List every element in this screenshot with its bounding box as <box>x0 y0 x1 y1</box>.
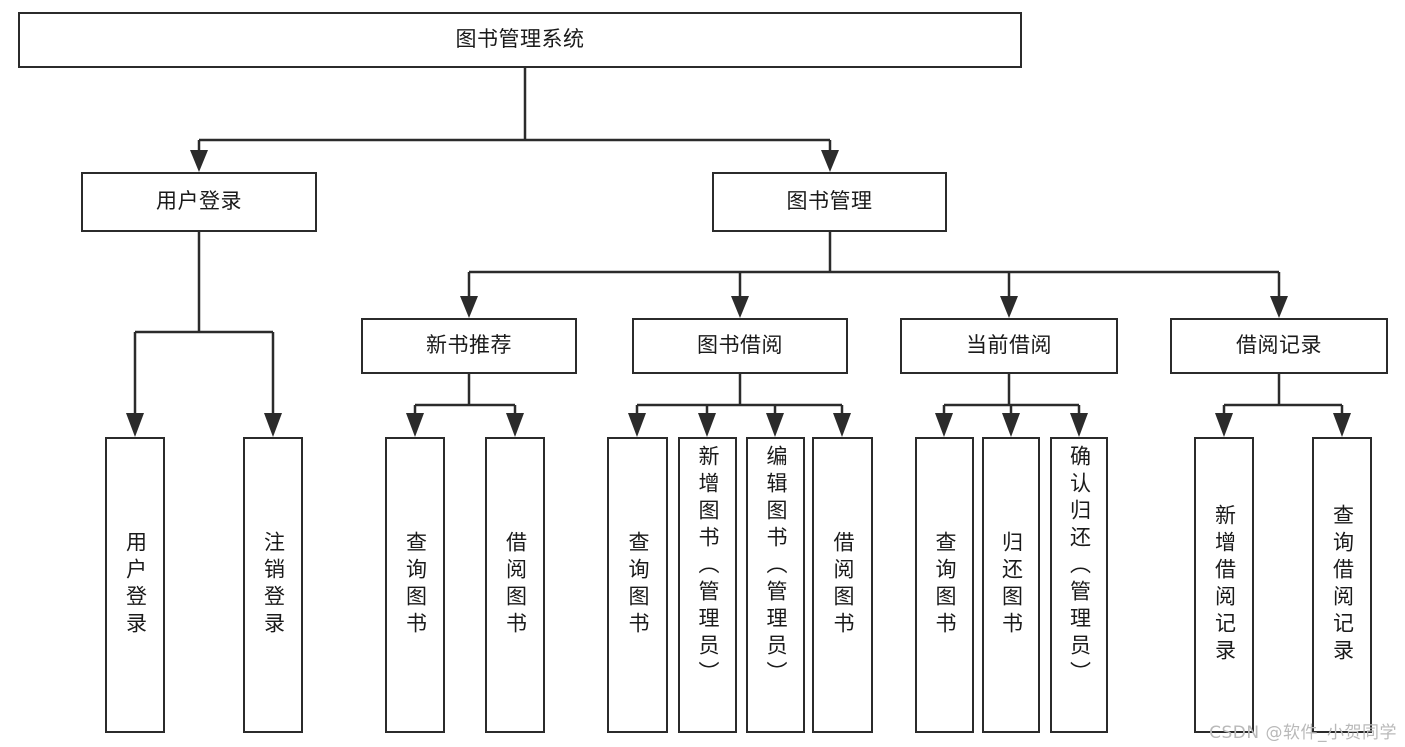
connector-borrowrecord-to-leaves <box>1215 374 1351 437</box>
leaf-query-book-current[interactable]: 查询图书 <box>915 437 974 733</box>
watermark-text: CSDN @软件_小贺同学 <box>1209 723 1397 743</box>
leaf-return-book[interactable]: 归还图书 <box>982 437 1040 733</box>
leaf-add-book-label: 新增图书（管理员） <box>696 445 720 688</box>
leaf-query-record[interactable]: 查询借阅记录 <box>1312 437 1372 733</box>
node-book-borrow[interactable]: 图书借阅 <box>632 318 848 374</box>
leaf-query-book-current-label: 查询图书 <box>933 531 957 639</box>
node-new-book-recommend[interactable]: 新书推荐 <box>361 318 577 374</box>
leaf-borrow-book-recommend[interactable]: 借阅图书 <box>485 437 545 733</box>
node-new-book-recommend-label: 新书推荐 <box>426 333 512 358</box>
node-book-manage[interactable]: 图书管理 <box>712 172 947 232</box>
leaf-query-book-borrow[interactable]: 查询图书 <box>607 437 668 733</box>
connector-root-to-level2 <box>190 68 839 172</box>
leaf-query-book-recommend[interactable]: 查询图书 <box>385 437 445 733</box>
connector-bookborrow-to-leaves <box>628 374 851 437</box>
leaf-logout[interactable]: 注销登录 <box>243 437 303 733</box>
leaf-user-login-label: 用户登录 <box>123 531 148 639</box>
leaf-borrow-book-recommend-label: 借阅图书 <box>503 531 528 639</box>
node-book-borrow-label: 图书借阅 <box>697 333 783 358</box>
connector-currentborrow-to-leaves <box>935 374 1088 437</box>
leaf-query-book-recommend-label: 查询图书 <box>403 531 428 639</box>
leaf-edit-book-label: 编辑图书（管理员） <box>764 445 788 688</box>
node-book-manage-label: 图书管理 <box>786 189 873 214</box>
node-user-login-label: 用户登录 <box>156 189 242 214</box>
connector-newbook-to-leaves <box>406 374 524 437</box>
leaf-confirm-return[interactable]: 确认归还（管理员） <box>1050 437 1108 733</box>
leaf-edit-book[interactable]: 编辑图书（管理员） <box>746 437 805 733</box>
leaf-logout-label: 注销登录 <box>261 531 286 639</box>
leaf-user-login[interactable]: 用户登录 <box>105 437 165 733</box>
connector-bookmanage-to-level3 <box>460 232 1288 318</box>
node-root-label: 图书管理系统 <box>455 27 585 52</box>
node-user-login[interactable]: 用户登录 <box>81 172 317 232</box>
leaf-query-book-borrow-label: 查询图书 <box>626 531 650 639</box>
leaf-borrow-book-label: 借阅图书 <box>831 531 855 639</box>
leaf-confirm-return-label: 确认归还（管理员） <box>1067 445 1092 688</box>
node-root[interactable]: 图书管理系统 <box>18 12 1022 68</box>
leaf-add-record[interactable]: 新增借阅记录 <box>1194 437 1254 733</box>
node-current-borrow-label: 当前借阅 <box>966 333 1052 358</box>
connector-userlogin-to-leaves <box>126 232 282 437</box>
leaf-borrow-book[interactable]: 借阅图书 <box>812 437 873 733</box>
leaf-query-record-label: 查询借阅记录 <box>1330 504 1355 666</box>
leaf-add-record-label: 新增借阅记录 <box>1212 504 1237 666</box>
node-borrow-record[interactable]: 借阅记录 <box>1170 318 1388 374</box>
leaf-add-book[interactable]: 新增图书（管理员） <box>678 437 737 733</box>
node-current-borrow[interactable]: 当前借阅 <box>900 318 1118 374</box>
node-borrow-record-label: 借阅记录 <box>1236 333 1322 358</box>
leaf-return-book-label: 归还图书 <box>999 531 1024 639</box>
